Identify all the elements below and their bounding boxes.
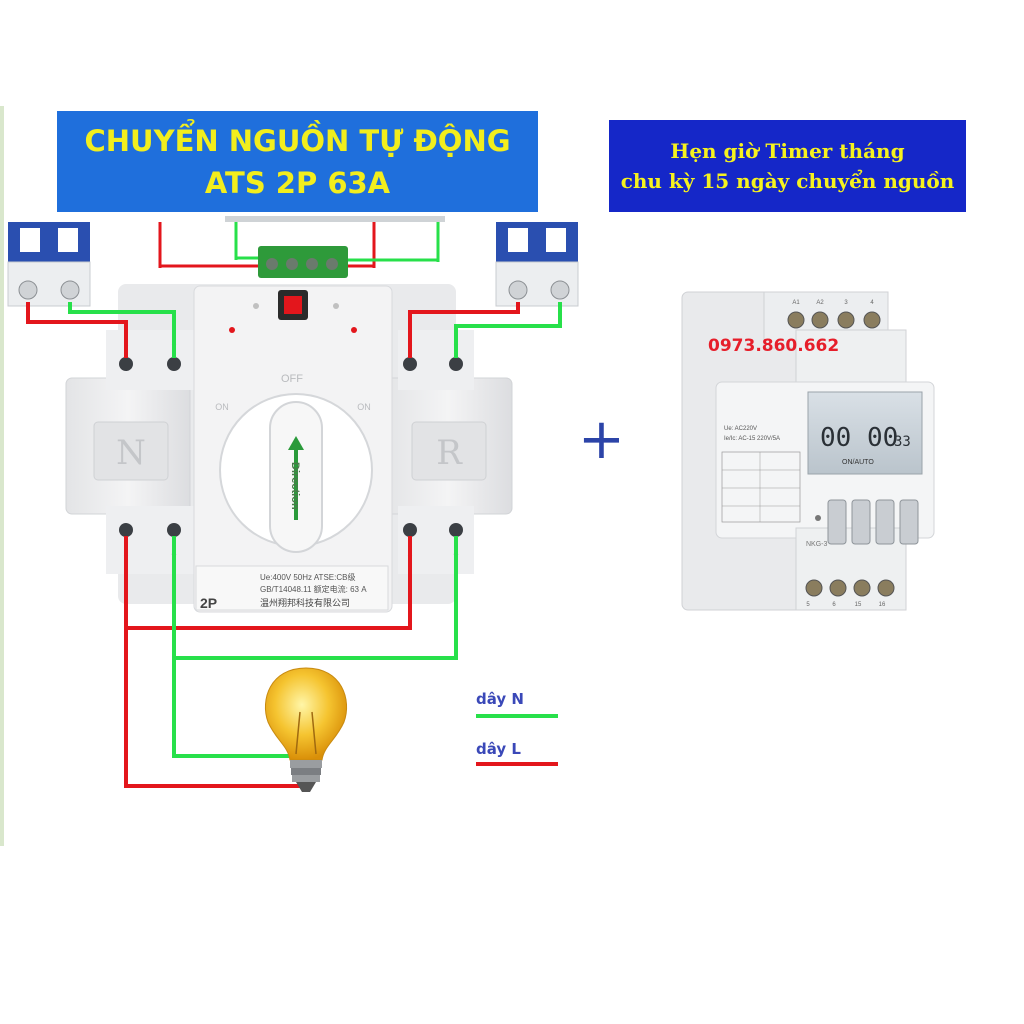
ats-title-line-2: ATS 2P 63A bbox=[204, 165, 391, 200]
svg-text:A2: A2 bbox=[816, 300, 824, 306]
timer-lcd bbox=[807, 391, 923, 475]
ats-switch: N R OFF ON ON Direction Ue:400V 50Hz ATS… bbox=[65, 284, 513, 613]
live-wire bbox=[124, 536, 300, 788]
timer-title-banner: Hẹn giờ Timer tháng chu kỳ 15 ngày chuyể… bbox=[609, 120, 966, 212]
timer-display: 00 00 bbox=[820, 423, 898, 453]
live-wire bbox=[26, 302, 128, 358]
svg-text:4: 4 bbox=[870, 300, 874, 306]
legend-live-label: dây L bbox=[476, 740, 521, 758]
ats-title-line-1: CHUYỂN NGUỒN TỰ ĐỘNG bbox=[84, 123, 511, 158]
timer-spec-1: Ue: AC220V bbox=[724, 426, 757, 432]
svg-text:5: 5 bbox=[806, 602, 810, 608]
badge-2p: 2P bbox=[200, 595, 217, 611]
knob-text: Direction bbox=[289, 462, 301, 510]
neutral-wire bbox=[172, 536, 290, 758]
timer-spec-2: Ie/Ic: AC-15 220V/5A bbox=[724, 436, 780, 442]
svg-text:A1: A1 bbox=[792, 300, 800, 306]
timer-keypad bbox=[815, 499, 919, 545]
phone-number: 0973.860.662 bbox=[708, 336, 840, 356]
off-label: OFF bbox=[281, 373, 303, 385]
legend-neutral-label: dây N bbox=[476, 690, 524, 708]
neutral-wire bbox=[174, 536, 458, 660]
on-label-left: ON bbox=[215, 402, 229, 412]
terminal-block bbox=[258, 246, 348, 278]
timer-mode: ON/AUTO bbox=[842, 459, 874, 466]
ats-panel-left: N bbox=[116, 433, 146, 473]
timer-title-line-1: Hẹn giờ Timer tháng bbox=[670, 139, 905, 163]
ats-title-banner: CHUYỂN NGUỒN TỰ ĐỘNG ATS 2P 63A bbox=[57, 111, 538, 212]
lightbulb-icon bbox=[264, 667, 348, 792]
live-wire bbox=[408, 302, 520, 358]
on-label-right: ON bbox=[357, 402, 371, 412]
wiring bbox=[26, 302, 562, 788]
breaker-left bbox=[7, 222, 91, 307]
timer-device: 00 00 33 ON/AUTO Ue: AC220V Ie/Ic: AC-15… bbox=[681, 291, 935, 611]
plus-icon: + bbox=[578, 407, 625, 472]
timer-display-small: 33 bbox=[894, 434, 911, 450]
live-wire bbox=[126, 536, 412, 630]
top-wiring bbox=[158, 216, 445, 268]
ats-panel-right: R bbox=[436, 433, 463, 473]
rating-line-2: GB/T14048.11 额定电流: 63 A bbox=[260, 584, 367, 594]
svg-text:3: 3 bbox=[844, 300, 848, 306]
breaker-right bbox=[495, 222, 579, 307]
rating-line-3: 温州翔邦科技有限公司 bbox=[260, 597, 350, 608]
neutral-wire bbox=[68, 302, 176, 358]
rating-line-1: Ue:400V 50Hz ATSE:CB级 bbox=[260, 572, 355, 582]
left-edge-strip bbox=[0, 106, 4, 846]
svg-text:6: 6 bbox=[832, 602, 836, 608]
timer-model: NKG-3 bbox=[806, 541, 828, 548]
neutral-wire bbox=[454, 302, 562, 358]
svg-text:15: 15 bbox=[855, 602, 862, 608]
svg-text:16: 16 bbox=[879, 602, 886, 608]
timer-title-line-2: chu kỳ 15 ngày chuyển nguồn bbox=[620, 169, 955, 193]
